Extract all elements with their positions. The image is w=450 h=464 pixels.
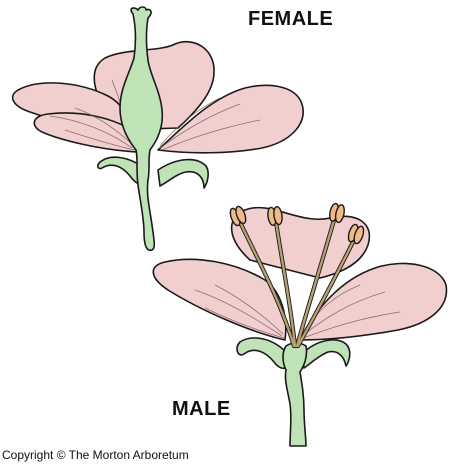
female-left-petal-lower	[33, 112, 139, 153]
male-left-sepal	[236, 337, 291, 370]
male-label: MALE	[172, 398, 231, 420]
female-label: FEMALE	[248, 8, 334, 30]
male-flower	[152, 202, 448, 447]
female-right-petal	[157, 84, 304, 154]
female-petal-veins	[49, 79, 261, 151]
anther-2	[267, 205, 283, 227]
male-anthers	[229, 202, 365, 245]
male-stamen-filaments	[237, 217, 357, 349]
male-right-petal	[299, 262, 448, 341]
anther-3	[329, 202, 345, 224]
anther-1	[229, 205, 247, 227]
male-stem	[282, 342, 308, 447]
female-left-sepal	[97, 156, 147, 185]
anther-4	[347, 223, 365, 245]
female-flower	[11, 6, 304, 252]
male-petal-veins	[194, 284, 401, 339]
female-right-sepal	[157, 158, 209, 189]
male-right-sepal	[301, 339, 351, 369]
copyright-text: Copyright © The Morton Arboretum	[2, 448, 189, 462]
female-pistil	[119, 6, 164, 252]
